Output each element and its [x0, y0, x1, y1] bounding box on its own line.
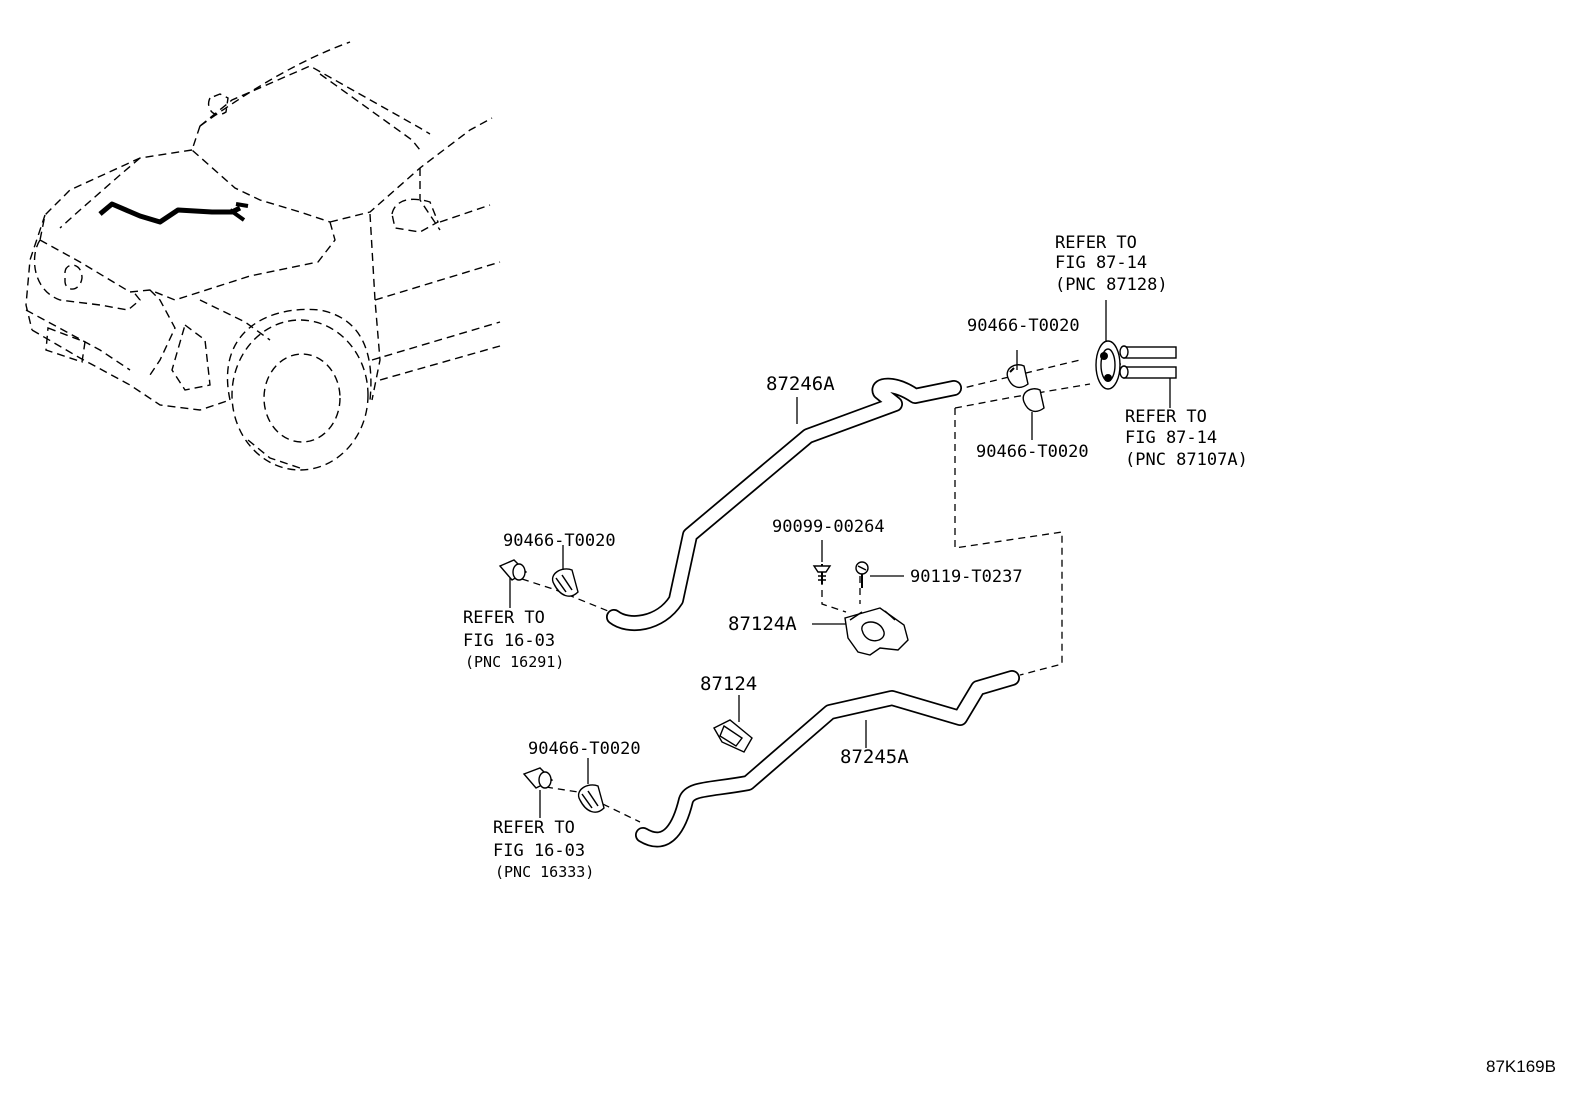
- ref-87107A-line-2: FIG 87-14: [1125, 428, 1217, 448]
- label-clip-top-lower: 90466-T0020: [976, 442, 1089, 462]
- ref-87128-line-3: (PNC 87128): [1055, 275, 1168, 295]
- ref-87107A-line-1: REFER TO: [1125, 407, 1207, 427]
- hose-clamp-87124A[interactable]: [844, 607, 909, 656]
- label-clip-top-upper: 90466-T0020: [967, 316, 1080, 336]
- reference-87128: REFER TO FIG 87-14 (PNC 87128): [1055, 233, 1168, 295]
- heater-unit-fitting: [1095, 340, 1177, 390]
- hose-clip-left-lower[interactable]: [577, 784, 605, 813]
- vehicle-outline: [25, 41, 501, 471]
- label-87246A: 87246A: [766, 373, 835, 395]
- label-bolt-90119: 90119-T0237: [910, 567, 1023, 587]
- hose-clip-left-upper[interactable]: [551, 568, 579, 597]
- label-87124: 87124: [700, 673, 757, 695]
- hose-clip-top-lower[interactable]: [1022, 388, 1045, 413]
- ref-16333-line-3: (PNC 16333): [495, 863, 594, 881]
- leader-lines: [509, 300, 1171, 818]
- reference-16291: REFER TO FIG 16-03 (PNC 16291): [463, 608, 564, 671]
- ref-16291-line-2: FIG 16-03: [463, 631, 555, 651]
- ref-16333-line-2: FIG 16-03: [493, 841, 585, 861]
- pipe-stub-upper: [498, 559, 528, 581]
- label-screw-90099: 90099-00264: [772, 517, 885, 537]
- hose-clip-top-upper[interactable]: [1006, 364, 1029, 389]
- ref-87128-line-2: FIG 87-14: [1055, 253, 1147, 273]
- diagram-code: 87K169B: [1486, 1057, 1556, 1076]
- ref-16291-line-1: REFER TO: [463, 608, 545, 628]
- ref-16333-line-1: REFER TO: [493, 818, 575, 838]
- heater-hose-87245A[interactable]: [635, 670, 1020, 848]
- ref-87107A-line-3: (PNC 87107A): [1125, 450, 1248, 470]
- reference-16333: REFER TO FIG 16-03 (PNC 16333): [493, 818, 594, 881]
- reference-87107A: REFER TO FIG 87-14 (PNC 87107A): [1125, 407, 1248, 470]
- ref-87128-line-1: REFER TO: [1055, 233, 1137, 253]
- label-clip-left-upper: 90466-T0020: [503, 531, 616, 551]
- pipe-stub-lower: [522, 767, 554, 789]
- label-87245A: 87245A: [840, 746, 909, 768]
- hose-clamp-87124[interactable]: [713, 719, 753, 753]
- heater-hose-87246A[interactable]: [606, 377, 962, 632]
- screw-90099-00264[interactable]: [812, 564, 832, 584]
- ref-16291-line-3: (PNC 16291): [465, 653, 564, 671]
- bolt-90119-T0237[interactable]: [855, 561, 869, 588]
- label-clip-left-lower: 90466-T0020: [528, 739, 641, 759]
- label-87124A: 87124A: [728, 613, 797, 635]
